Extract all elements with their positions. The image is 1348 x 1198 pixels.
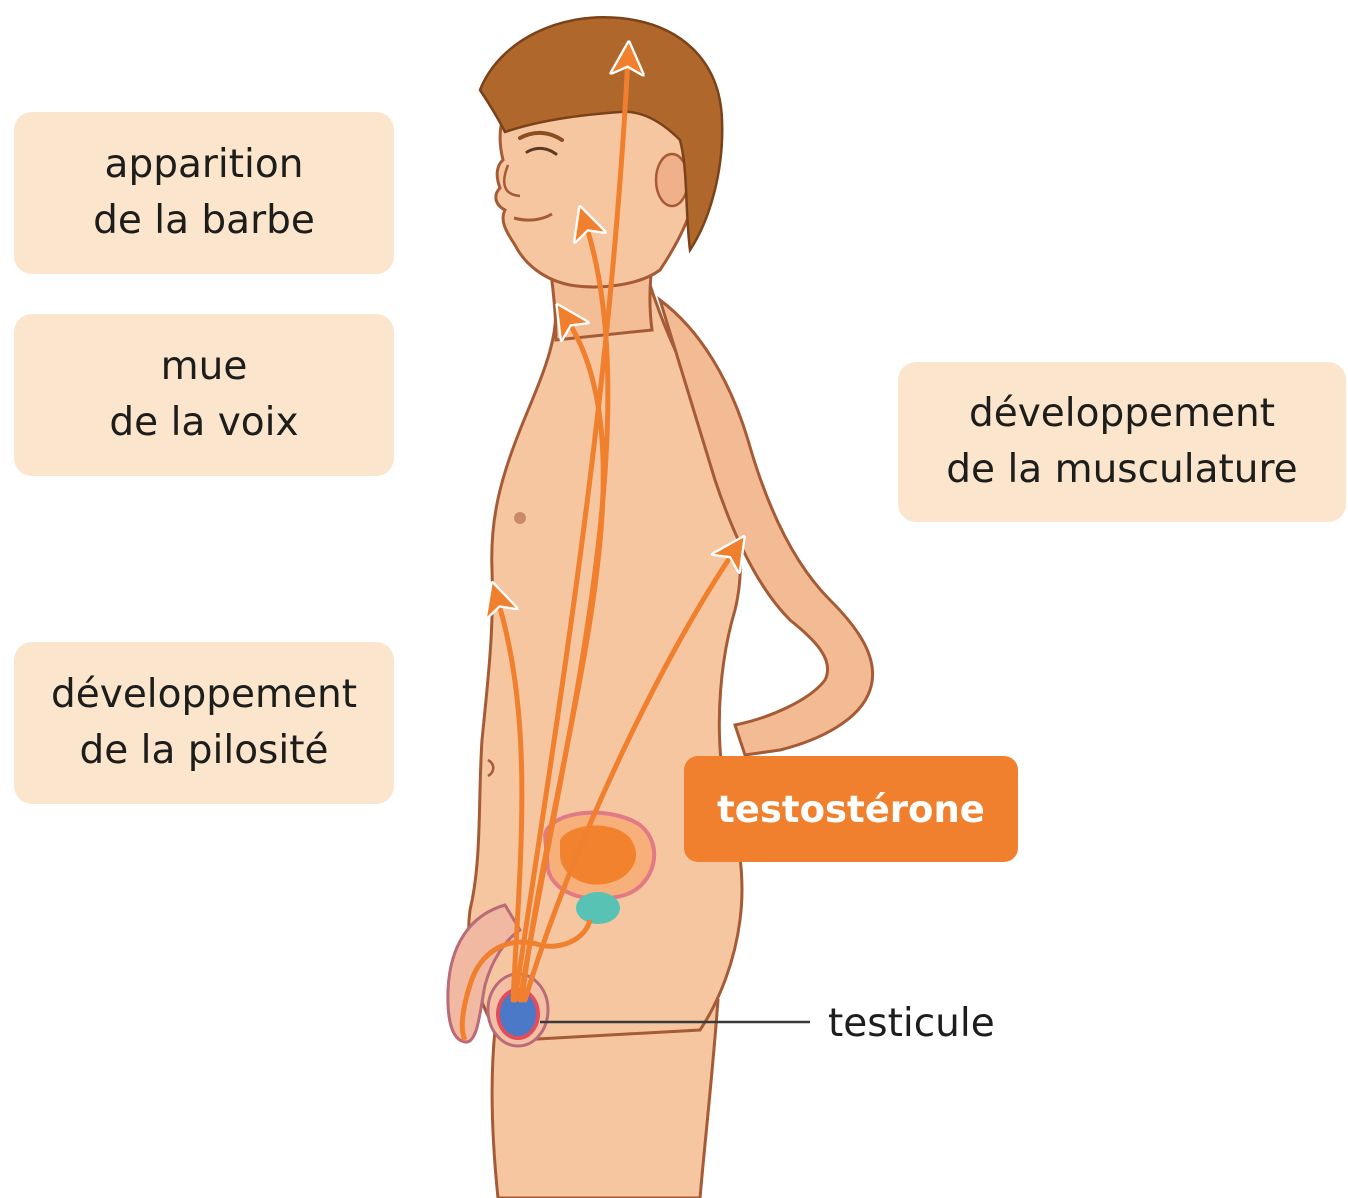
- label-mue-voix: mue de la voix: [14, 314, 394, 476]
- label-developpement-musculature: développement de la musculature: [898, 362, 1346, 522]
- label-voix-line2: de la voix: [109, 395, 298, 451]
- label-musculature-line1: développement: [946, 386, 1297, 442]
- label-barbe-line1: apparition: [93, 137, 315, 193]
- label-pilosite-line1: développement: [51, 667, 357, 723]
- label-pilosite-line2: de la pilosité: [51, 723, 357, 779]
- prostate: [576, 892, 620, 924]
- label-musculature-line2: de la musculature: [946, 442, 1297, 498]
- label-developpement-pilosite: développement de la pilosité: [14, 642, 394, 804]
- organ-label-testicule: testicule: [828, 996, 995, 1052]
- label-voix-line1: mue: [109, 339, 298, 395]
- bladder-inner: [560, 825, 636, 884]
- label-barbe-line2: de la barbe: [93, 193, 315, 249]
- nipple: [514, 512, 526, 524]
- hormone-label-testosterone: testostérone: [684, 756, 1018, 862]
- label-apparition-barbe: apparition de la barbe: [14, 112, 394, 274]
